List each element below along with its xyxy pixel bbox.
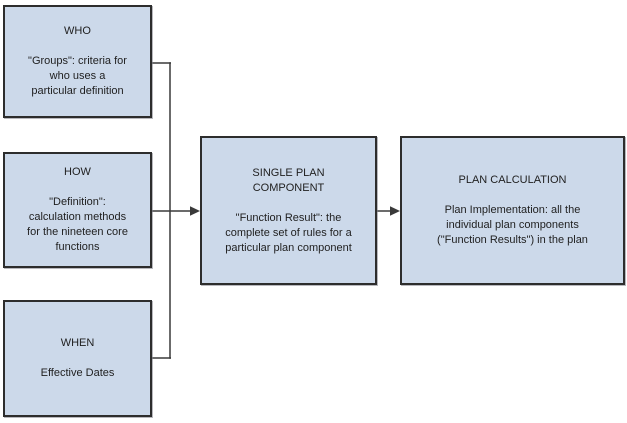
box-how-body: "Definition": calculation methods for th… [27, 196, 128, 253]
box-how-title: HOW [64, 166, 91, 178]
box-who: WHO "Groups": criteria for who uses a pa… [3, 5, 152, 118]
box-when-title: WHEN [60, 337, 95, 349]
box-single-plan-component-body: "Function Result": the complete set of r… [225, 211, 352, 254]
box-when: WHEN Effective Dates [3, 300, 152, 417]
box-single-plan-component: SINGLE PLAN COMPONENT "Function Result":… [200, 136, 377, 285]
box-how: HOW "Definition": calculation methods fo… [3, 152, 152, 268]
box-plan-calculation-title: PLAN CALCULATION [458, 174, 567, 186]
box-plan-calculation-body: Plan Implementation: all the individual … [437, 204, 588, 246]
box-who-title: WHO [64, 25, 91, 37]
arrowhead-into-single-plan [190, 206, 200, 216]
box-who-body: "Groups": criteria for who uses a partic… [28, 55, 127, 97]
box-plan-calculation: PLAN CALCULATION Plan Implementation: al… [400, 136, 625, 285]
box-when-body: Effective Dates [40, 367, 115, 379]
box-single-plan-component-title: SINGLE PLAN COMPONENT [252, 166, 325, 194]
arrowhead-into-plan-calculation [390, 206, 400, 216]
